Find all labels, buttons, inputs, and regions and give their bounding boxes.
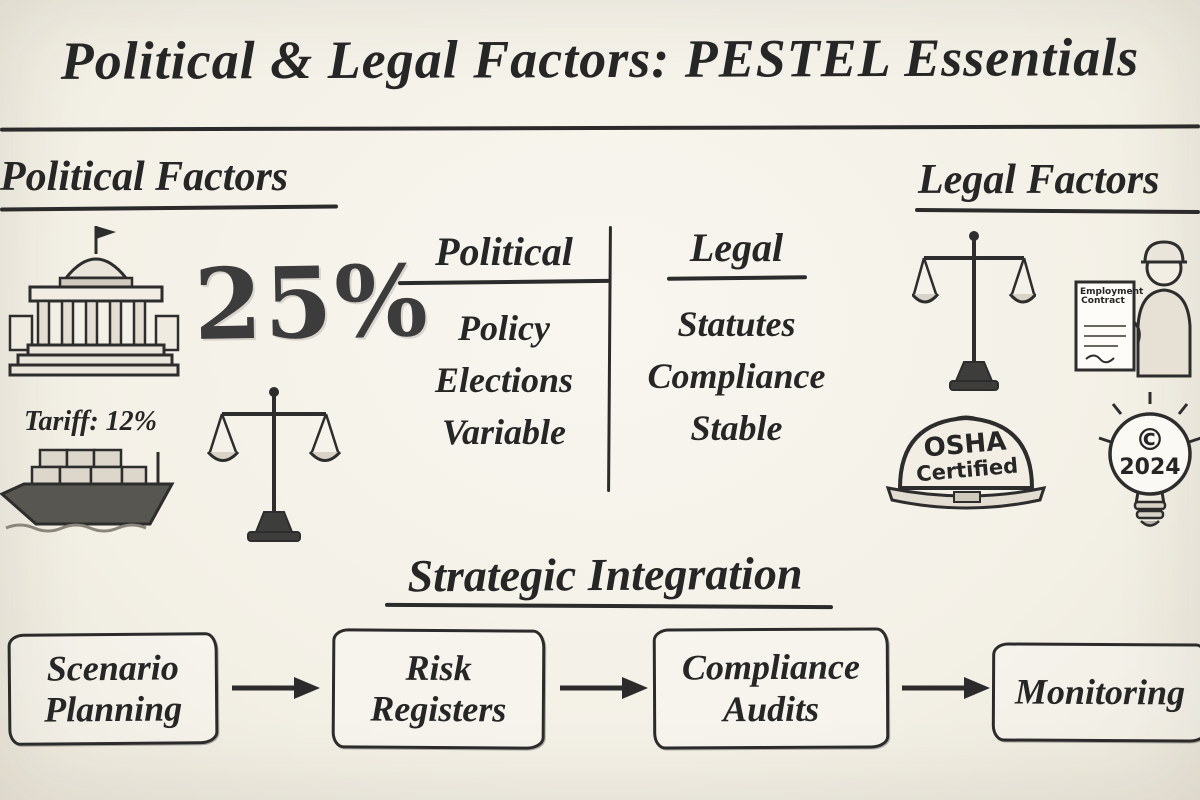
table-cell-elections: Elections (434, 360, 573, 400)
flow-step-scenario-planning: Scenario Planning (7, 632, 219, 746)
page-title: Political & Legal Factors: PESTEL Essent… (60, 27, 1140, 91)
flow-arrow-2 (558, 674, 650, 702)
table-cell-stable: Stable (690, 408, 783, 448)
table-cell-policy: Policy (458, 308, 550, 348)
table-legal-column: Legal Statutes Compliance Stable (624, 225, 849, 448)
integration-heading: Strategic Integration (407, 547, 803, 602)
flow-step-monitoring: Monitoring (991, 642, 1200, 743)
government-building-icon (8, 220, 180, 392)
tariff-percentage-figure: 25% (193, 243, 431, 364)
table-cell-compliance: Compliance (647, 356, 826, 396)
political-section-heading: Political Factors (0, 154, 289, 200)
legal-column-header: Legal (689, 225, 784, 270)
bulb-label: © 2024 (1093, 423, 1200, 480)
title-underline (0, 124, 1200, 132)
political-heading-underline (0, 204, 339, 212)
contract-label: Employment Contract (1080, 287, 1144, 307)
tariff-label: Tariff: 12% (24, 406, 157, 437)
contract-label-line1: Employment (1080, 287, 1144, 297)
justice-scale-icon (912, 226, 1036, 394)
copyright-bulb-icon (1093, 390, 1200, 540)
table-cell-variable: Variable (441, 412, 566, 452)
flow-arrow-1 (230, 674, 322, 702)
hardhat-label: OSHA Certified (898, 426, 1034, 487)
balance-scale-icon (206, 382, 342, 544)
table-cell-statutes: Statutes (677, 304, 796, 344)
legal-heading-underline (914, 208, 1200, 214)
legal-section-heading: Legal Factors (918, 157, 1160, 203)
table-political-column: Political Policy Elections Variable (397, 229, 611, 452)
copyright-symbol: © (1135, 423, 1165, 458)
political-header-underline (397, 278, 611, 286)
integration-heading-underline (384, 602, 834, 610)
cargo-ship-icon (0, 424, 178, 536)
worker-contract-icon (1072, 226, 1200, 394)
flow-step-compliance-audits: Compliance Audits (652, 627, 890, 750)
legal-header-underline (666, 275, 807, 281)
copyright-year: 2024 (1119, 455, 1181, 480)
flow-arrow-3 (900, 674, 992, 702)
political-column-header: Political (435, 229, 573, 274)
contract-label-line2: Contract (1081, 296, 1125, 307)
hard-hat-icon (884, 396, 1048, 526)
flow-step-risk-registers: Risk Registers (331, 628, 546, 750)
